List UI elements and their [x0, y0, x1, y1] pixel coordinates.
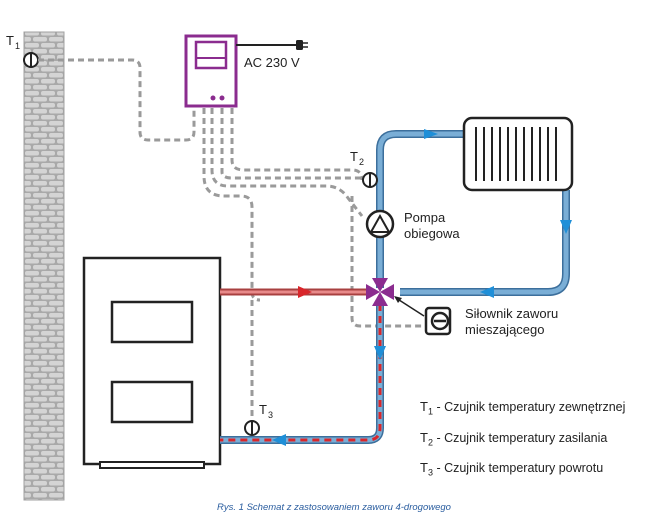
legend-item-t1: T1 - Czujnik temperatury zewnętrznej: [420, 399, 625, 417]
sensor-t2: T 2: [350, 149, 378, 188]
pump-label-line1: Pompa: [404, 210, 446, 225]
pump-label-line2: obiegowa: [404, 226, 460, 241]
sensor-t1-letter: T: [6, 33, 14, 48]
legend-t2-symbol: T: [420, 430, 428, 445]
legend-item-t3: T3 - Czujnik temperatury powrotu: [420, 460, 603, 478]
legend-t1-index: 1: [427, 406, 433, 417]
arrow-boiler-return: [272, 434, 286, 446]
sensor-t3: T 3: [244, 402, 273, 436]
power-cable: [236, 40, 308, 50]
return-pipe-mixed: [220, 304, 384, 444]
legend-t3-symbol: T: [420, 460, 428, 475]
arrow-radiator-out: [560, 220, 572, 234]
sensor-t3-index: 3: [268, 410, 273, 420]
actuator-label-line1: Siłownik zaworu: [465, 306, 558, 321]
arrow-hot-supply: [298, 286, 312, 298]
figure-caption: Rys. 1 Schemat z zastosowaniem zaworu 4-…: [217, 502, 451, 513]
arrow-top-pipe: [424, 129, 438, 139]
flow-arrows: [272, 129, 572, 446]
arrow-return-top: [480, 286, 494, 298]
valve-actuator: [394, 296, 452, 336]
boiler: [82, 256, 222, 469]
legend-t2-text: - Czujnik temperatury zasilania: [432, 431, 608, 445]
sensor-t2-letter: T: [350, 149, 358, 164]
radiator: [462, 116, 574, 192]
actuator-label-line2: mieszającego: [465, 322, 545, 337]
legend-t1-symbol: T: [420, 399, 428, 414]
mixing-valve: [366, 278, 394, 306]
sensor-t3-letter: T: [259, 402, 267, 417]
sensor-t1-index: 1: [15, 41, 20, 51]
circulation-pump: [365, 209, 395, 239]
heating-loop-pipe: [376, 130, 570, 296]
controller: [184, 34, 238, 108]
legend-item-t2: T2 - Czujnik temperatury zasilania: [420, 430, 607, 448]
sensor-t2-index: 2: [359, 157, 364, 167]
legend-t3-index: 3: [427, 467, 433, 478]
arrow-return-down: [374, 346, 386, 360]
legend-t1-text: - Czujnik temperatury zewnętrznej: [432, 400, 626, 414]
brick-wall: [23, 31, 65, 501]
legend-t3-text: - Czujnik temperatury powrotu: [432, 461, 604, 475]
legend-t2-index: 2: [427, 437, 433, 448]
power-label: AC 230 V: [244, 55, 300, 70]
